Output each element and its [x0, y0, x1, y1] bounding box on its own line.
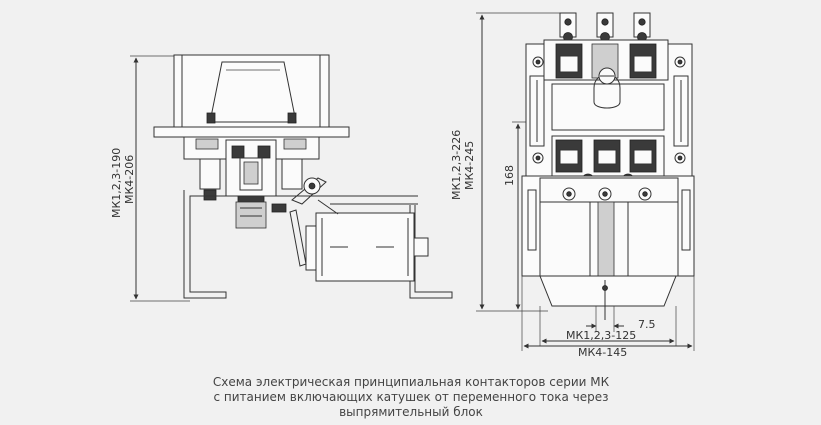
- width-label-a: МК1,2,3-125: [566, 329, 636, 342]
- right-height-label-a: МК1,2,3-226: [450, 130, 463, 200]
- side-view: [130, 54, 453, 302]
- small-width-label: 7.5: [638, 318, 656, 331]
- right-height-label-b: МК4-245: [463, 141, 476, 190]
- caption-line-1: Схема электрическая принципиальная конта…: [213, 375, 610, 389]
- left-height-label-a: МК1,2,3-190: [110, 148, 123, 218]
- caption-line-3: выпрямительный блок: [339, 405, 483, 419]
- left-height-label-b: МК4-206: [123, 155, 136, 204]
- inner-height-label: 168: [503, 165, 516, 186]
- front-view: [476, 12, 695, 351]
- caption-line-2: с питанием включающих катушек от перемен…: [214, 390, 609, 404]
- width-label-b: МК4-145: [578, 346, 627, 359]
